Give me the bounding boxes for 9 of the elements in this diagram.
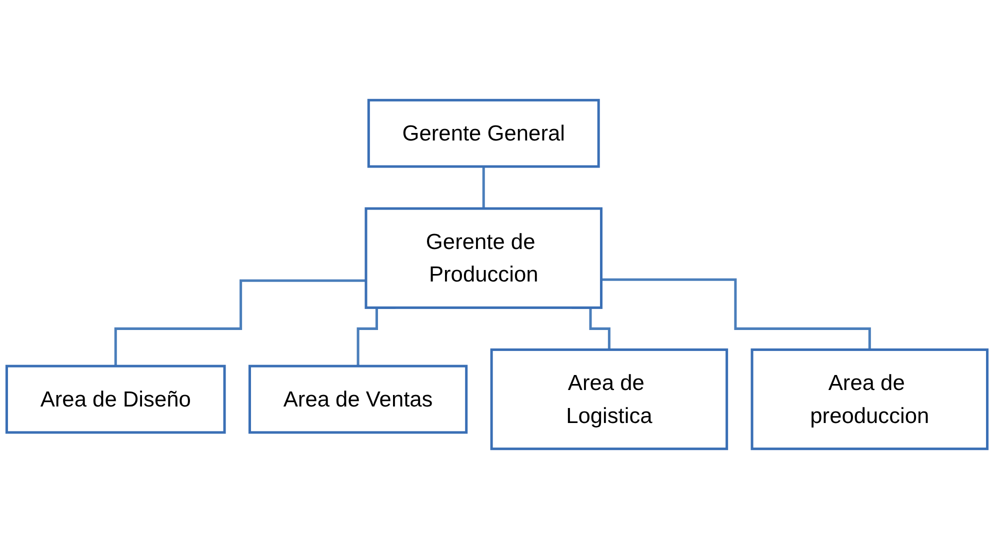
connector	[482, 165, 485, 210]
node-box: Gerente de Produccion	[364, 207, 602, 309]
connector	[601, 278, 871, 351]
node-box: Area de Diseño	[5, 364, 226, 434]
node-box: Area de Ventas	[248, 364, 468, 434]
node-box: Area de Logistica	[490, 348, 728, 450]
node-box: Gerente General	[367, 98, 600, 168]
node-box: Area de preoduccion	[750, 348, 989, 450]
connector	[114, 279, 366, 368]
